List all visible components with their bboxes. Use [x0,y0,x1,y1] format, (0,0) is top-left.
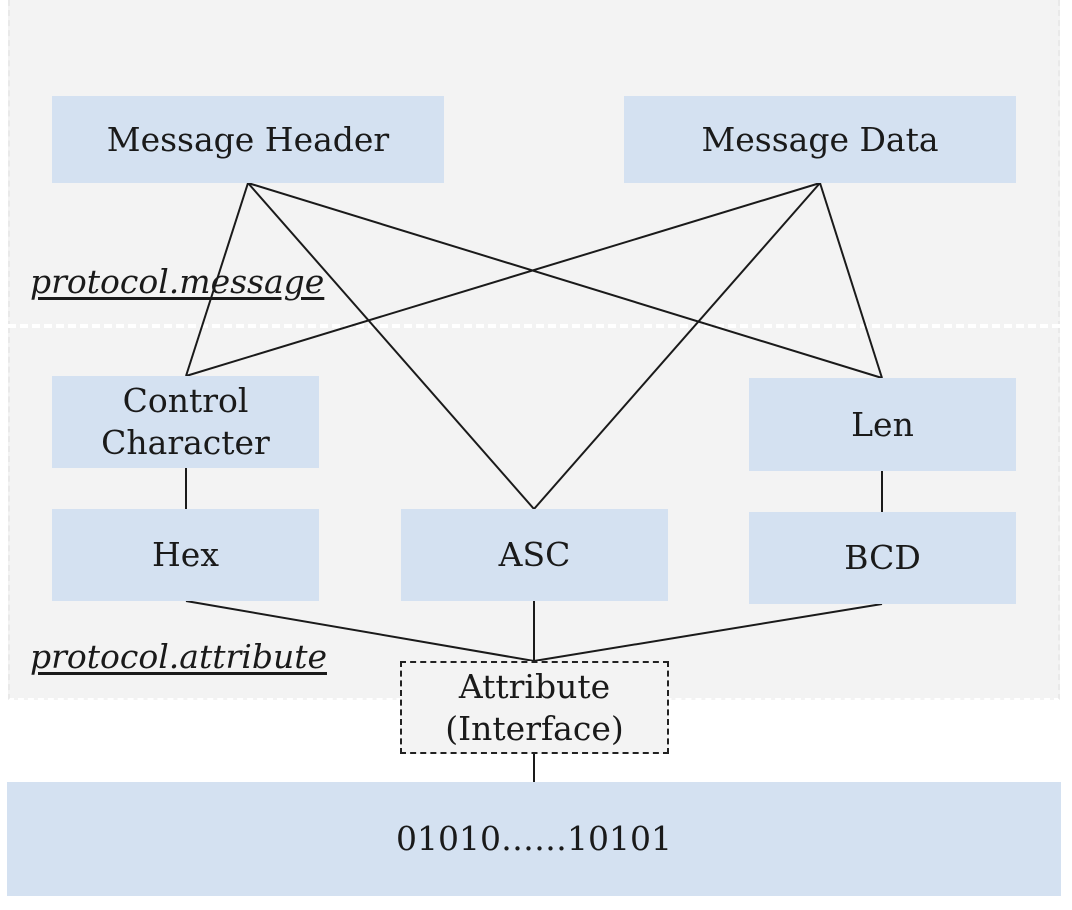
control-character-node: Control Character [52,376,319,468]
binary-stream-label: 01010……10101 [396,819,672,858]
message-header-label: Message Header [106,119,390,159]
message-data-node: Message Data [624,96,1016,183]
asc-label: ASC [498,535,571,574]
bcd-node: BCD [749,512,1016,604]
hex-label: Hex [152,535,219,574]
control-character-label-line1: Control [122,381,249,420]
hex-node: Hex [52,509,319,601]
protocol-attribute-label: protocol.attribute [30,637,327,676]
attribute-label-line2: (Interface) [445,708,624,748]
asc-node: ASC [401,509,668,601]
protocol-message-label: protocol.message [30,262,325,301]
binary-stream-node: 01010……10101 [7,782,1061,896]
len-node: Len [749,378,1016,471]
attribute-label-line1: Attribute [458,666,611,706]
control-character-label-line2: Character [101,423,270,462]
len-label: Len [851,404,914,444]
message-header-node: Message Header [52,96,444,183]
message-data-label: Message Data [701,119,939,159]
bcd-label: BCD [844,538,921,577]
attribute-interface-node: Attribute (Interface) [400,661,669,754]
layer-divider [8,324,1060,328]
